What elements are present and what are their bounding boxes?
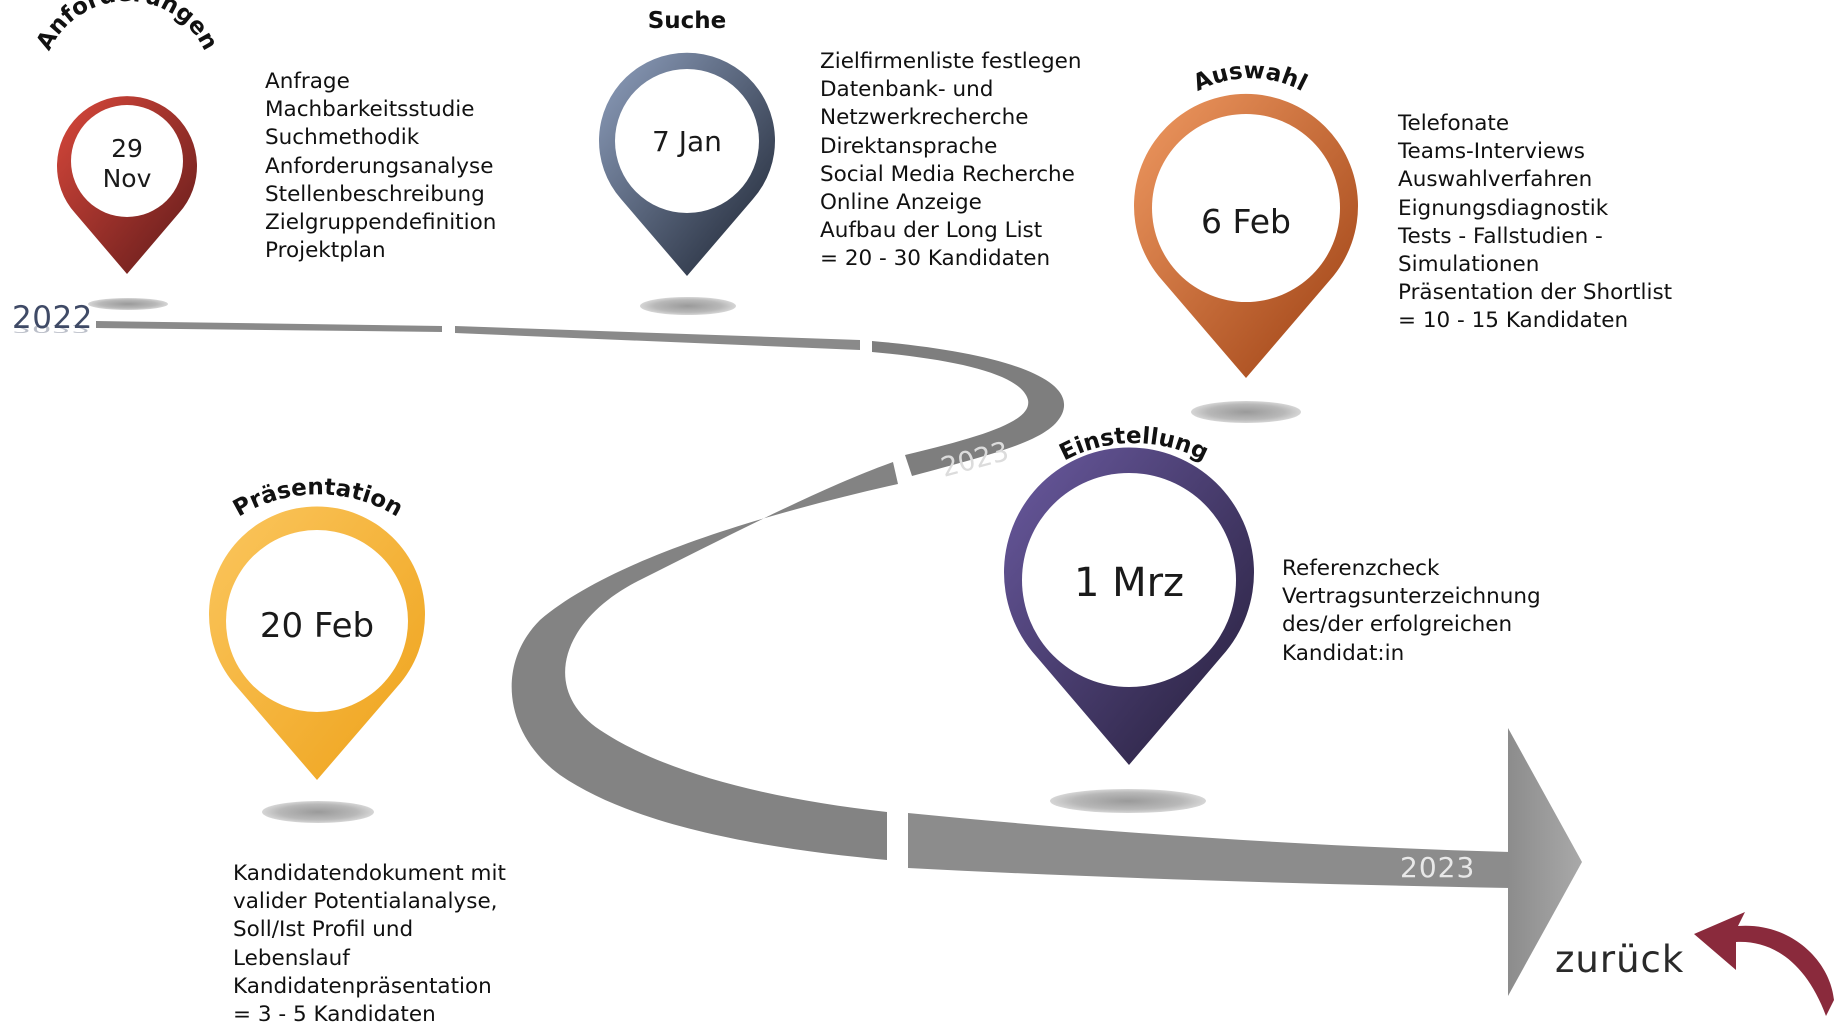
detail-item: Machbarkeitsstudie [265, 97, 475, 123]
stage-date: 20 Feb [260, 606, 374, 646]
detail-item: Netzwerkrecherche [820, 105, 1029, 131]
year-label-start: 2022 [12, 300, 93, 336]
location-pin-icon [209, 506, 425, 780]
detail-item: Aufbau der Long List [820, 218, 1043, 244]
pin-shadow [88, 298, 168, 310]
detail-item: des/der erfolgreichen [1282, 612, 1513, 638]
detail-item: Kandidatendokument mit [233, 861, 506, 886]
stage-date-line: Nov [103, 164, 152, 193]
detail-item: Online Anzeige [820, 190, 982, 216]
curved-back-arrow-icon[interactable] [1690, 912, 1834, 1016]
location-pin-icon [57, 96, 198, 274]
stage-details-suche: Zielfirmenliste festlegen Datenbank- und… [820, 48, 1081, 274]
road-segment-3 [872, 341, 1065, 476]
stage-title: Suche [648, 8, 727, 34]
detail-item: = 3 - 5 Kandidaten [233, 1002, 436, 1028]
detail-item: Stellenbeschreibung [265, 181, 485, 207]
detail-item: Anforderungsanalyse [265, 153, 494, 179]
detail-item: Vertragsunterzeichnung [1282, 584, 1541, 610]
detail-item: Lebenslauf [233, 945, 350, 971]
timeline-road [96, 321, 1582, 996]
detail-item: Direktansprache [820, 133, 998, 159]
detail-item: Teams-Interviews [1398, 139, 1585, 165]
detail-item: = 20 - 30 Kandidaten [820, 246, 1051, 272]
detail-item: = 10 - 15 Kandidaten [1398, 308, 1629, 334]
pin-shadow [640, 297, 736, 315]
year-label-mid: 2023 [938, 436, 1012, 484]
detail-item: Soll/Ist Profil und [233, 917, 414, 943]
stage-details-praesentation: Kandidatendokument mit valider Potential… [233, 860, 506, 1029]
stage-date-line: 29 [111, 134, 143, 163]
location-pin-icon [1004, 447, 1254, 765]
timeline-arrowhead [1508, 728, 1582, 996]
pin-shadow [262, 801, 374, 823]
detail-item: Referenzcheck [1282, 556, 1440, 581]
stage-details-einstellung: Referenzcheck Vertragsunterzeichnung des… [1282, 555, 1541, 668]
stage-title: Auswahl [1189, 58, 1311, 97]
stage-date: 7 Jan [652, 125, 722, 158]
detail-item: valider Potentialanalyse, [233, 889, 498, 915]
road-segment-4 [511, 462, 898, 860]
pin-shadow [1191, 401, 1301, 423]
detail-item: Simulationen [1398, 252, 1540, 278]
detail-item: Auswahlverfahren [1398, 167, 1593, 193]
detail-item: Kandidat:in [1282, 640, 1405, 666]
detail-item: Kandidatenpräsentation [233, 973, 492, 999]
year-label-reflection: 2022 [12, 322, 91, 335]
detail-item: Telefonate [1398, 111, 1510, 136]
stage-date: 1 Mrz [1074, 560, 1184, 606]
location-pin-icon [1134, 93, 1358, 379]
detail-item: Zielfirmenliste festlegen [820, 49, 1082, 74]
stage-details-anforderungen: Anfrage Machbarkeitsstudie Suchmethodik … [265, 68, 496, 265]
detail-item: Suchmethodik [265, 125, 420, 151]
stage-date: 6 Feb [1201, 202, 1291, 241]
road-segment-2 [455, 326, 860, 350]
detail-item: Anfrage [265, 69, 350, 94]
stage-details-auswahl: Telefonate Teams-Interviews Auswahlverfa… [1398, 110, 1672, 336]
road-segment-1 [96, 321, 442, 332]
detail-item: Datenbank- und [820, 77, 994, 103]
stage-title: Anforderungen [31, 0, 222, 54]
road-segment-5 [908, 813, 1510, 888]
detail-item: Social Media Recherche [820, 161, 1075, 187]
detail-item: Zielgruppendefinition [265, 210, 497, 236]
detail-item: Eignungsdiagnostik [1398, 195, 1609, 221]
detail-item: Präsentation der Shortlist [1398, 280, 1673, 306]
location-pin-icon [599, 52, 775, 276]
detail-item: Tests - Fallstudien - [1398, 223, 1603, 249]
year-label-end: 2023 [1400, 851, 1475, 884]
detail-item: Projektplan [265, 238, 386, 264]
back-link[interactable]: zurück [1555, 938, 1685, 981]
pin-shadow [1050, 789, 1206, 813]
